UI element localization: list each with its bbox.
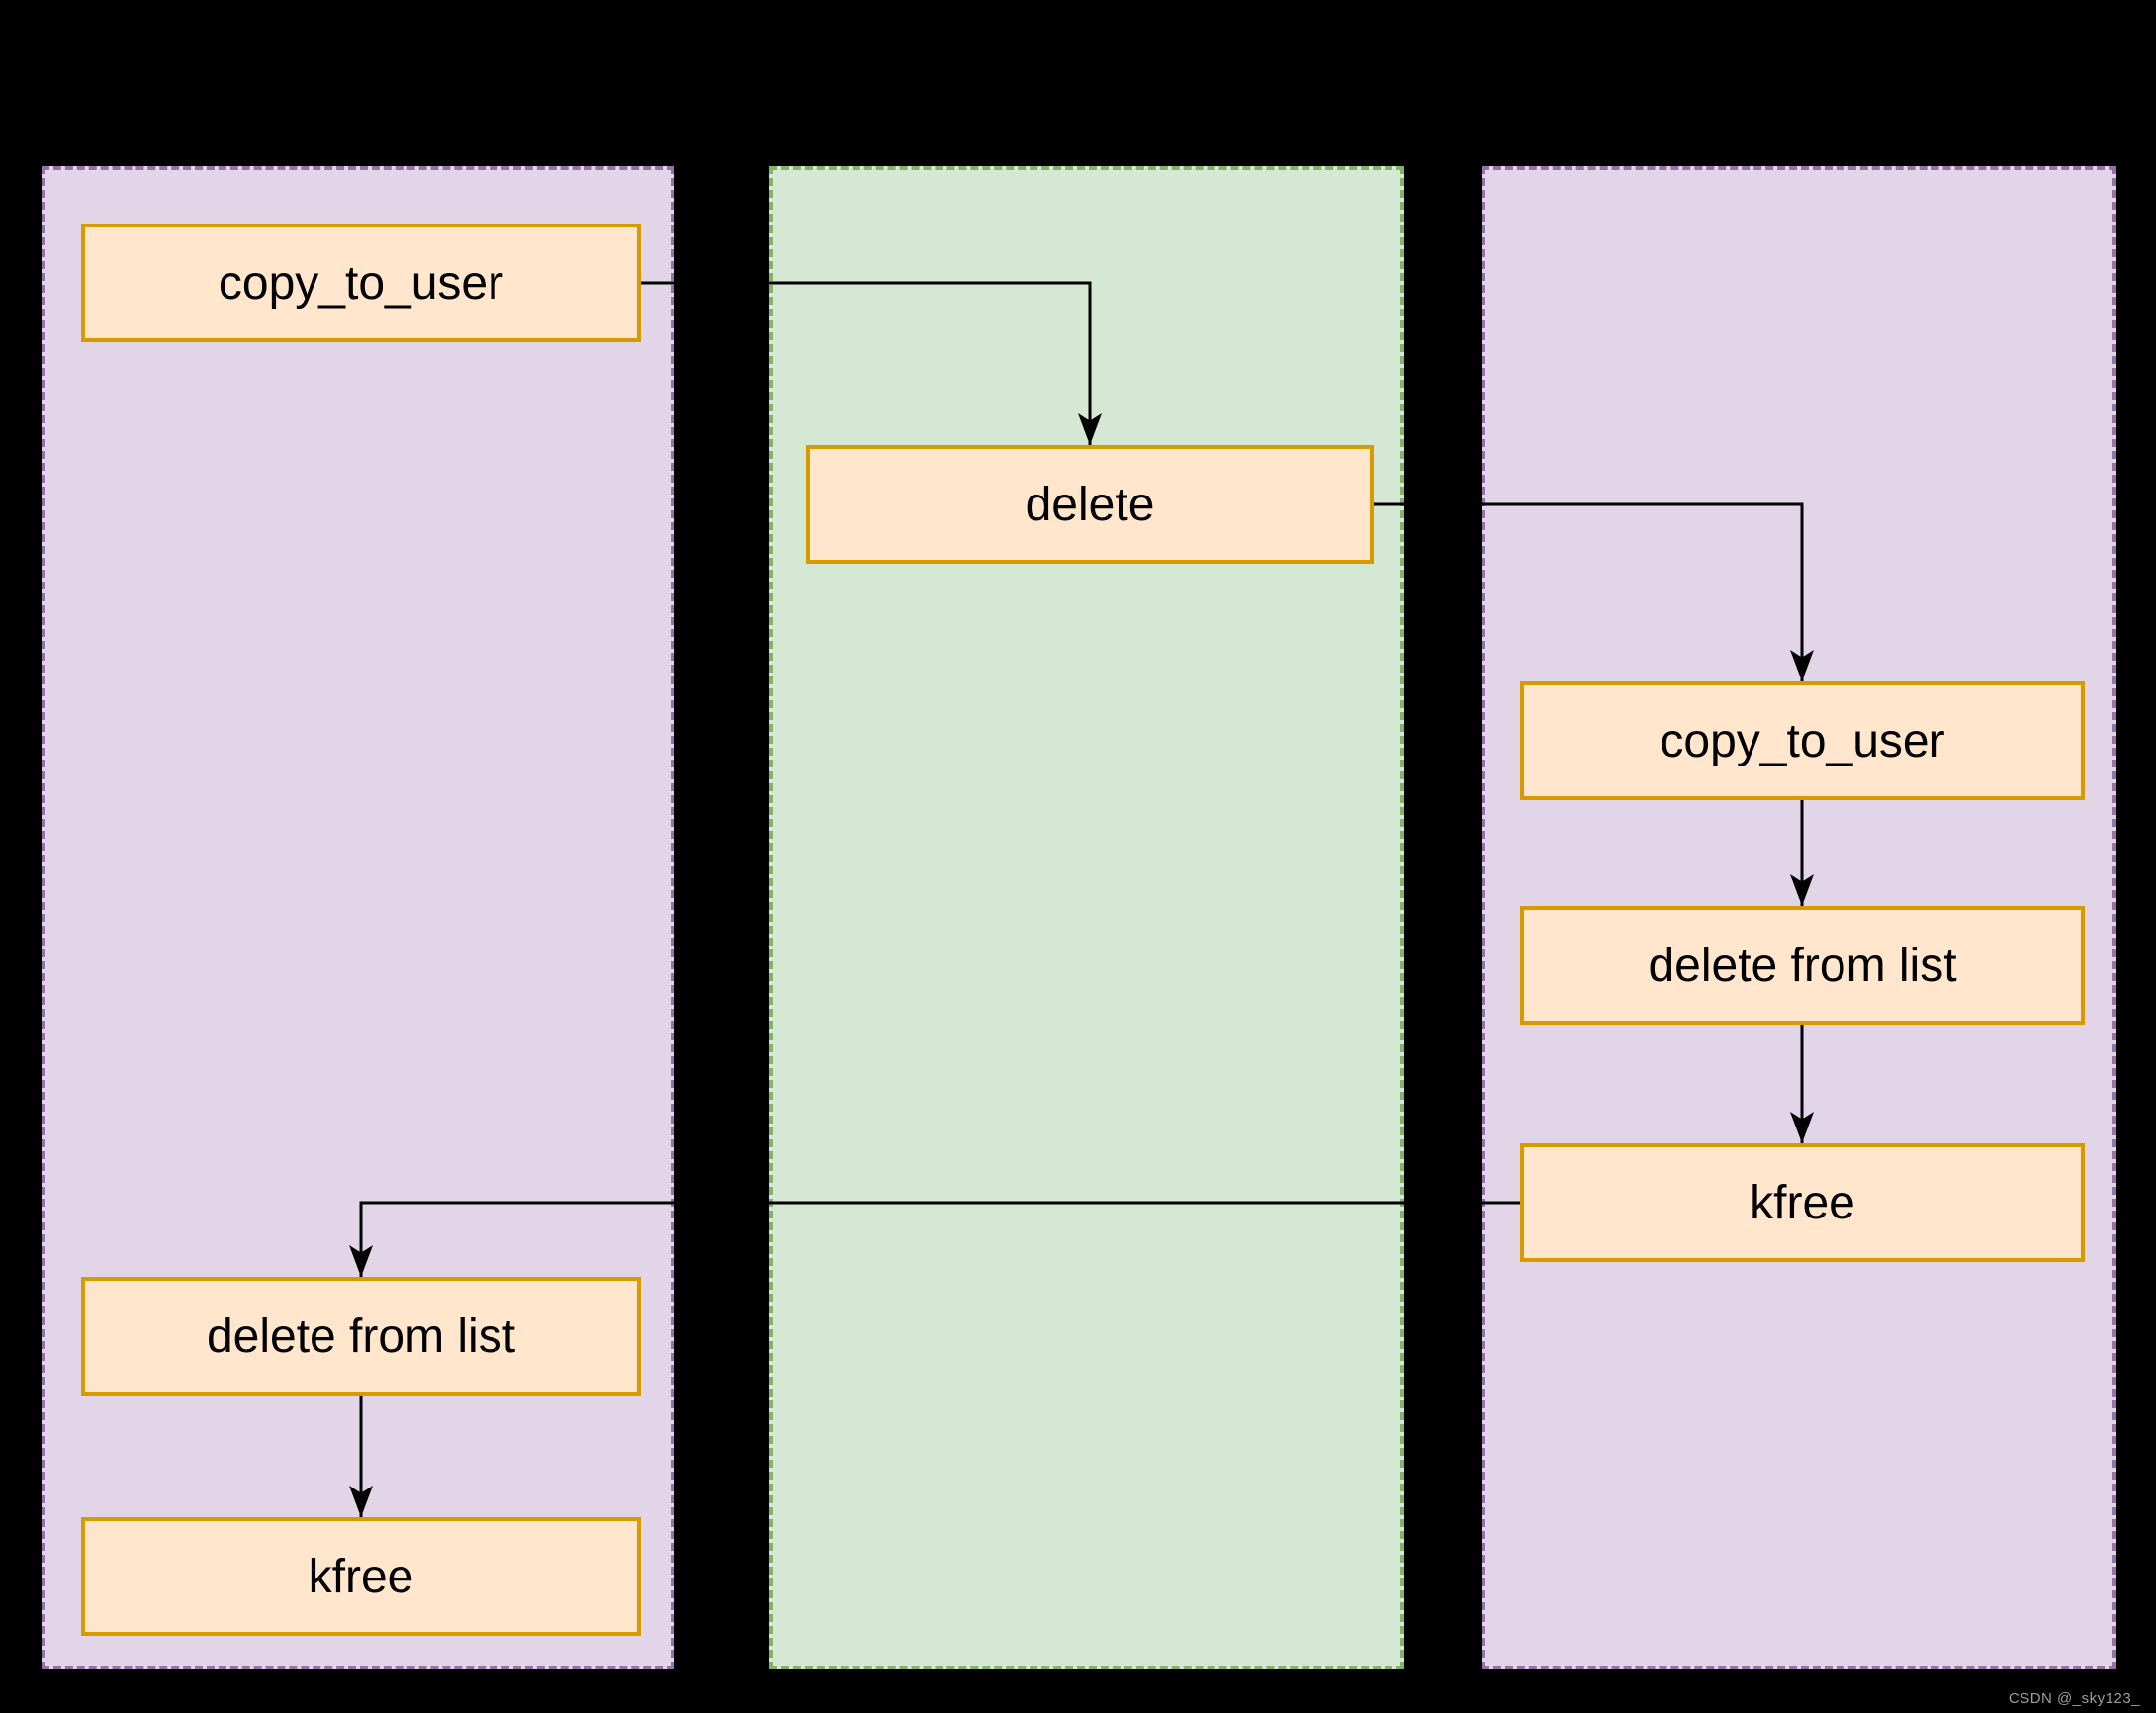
node-delete-from-list-right: delete from list — [1520, 906, 2085, 1025]
swimlane-middle-green — [769, 166, 1404, 1669]
csdn-watermark: CSDN @_sky123_ — [2008, 1690, 2140, 1707]
node-kfree-right: kfree — [1520, 1143, 2085, 1262]
node-delete-middle: delete — [806, 445, 1374, 564]
swimlane-left-purple — [42, 166, 674, 1669]
node-kfree-left: kfree — [81, 1517, 641, 1636]
node-copy-to-user-right: copy_to_user — [1520, 681, 2085, 800]
node-copy-to-user-left: copy_to_user — [81, 224, 641, 342]
node-delete-from-list-left: delete from list — [81, 1277, 641, 1396]
